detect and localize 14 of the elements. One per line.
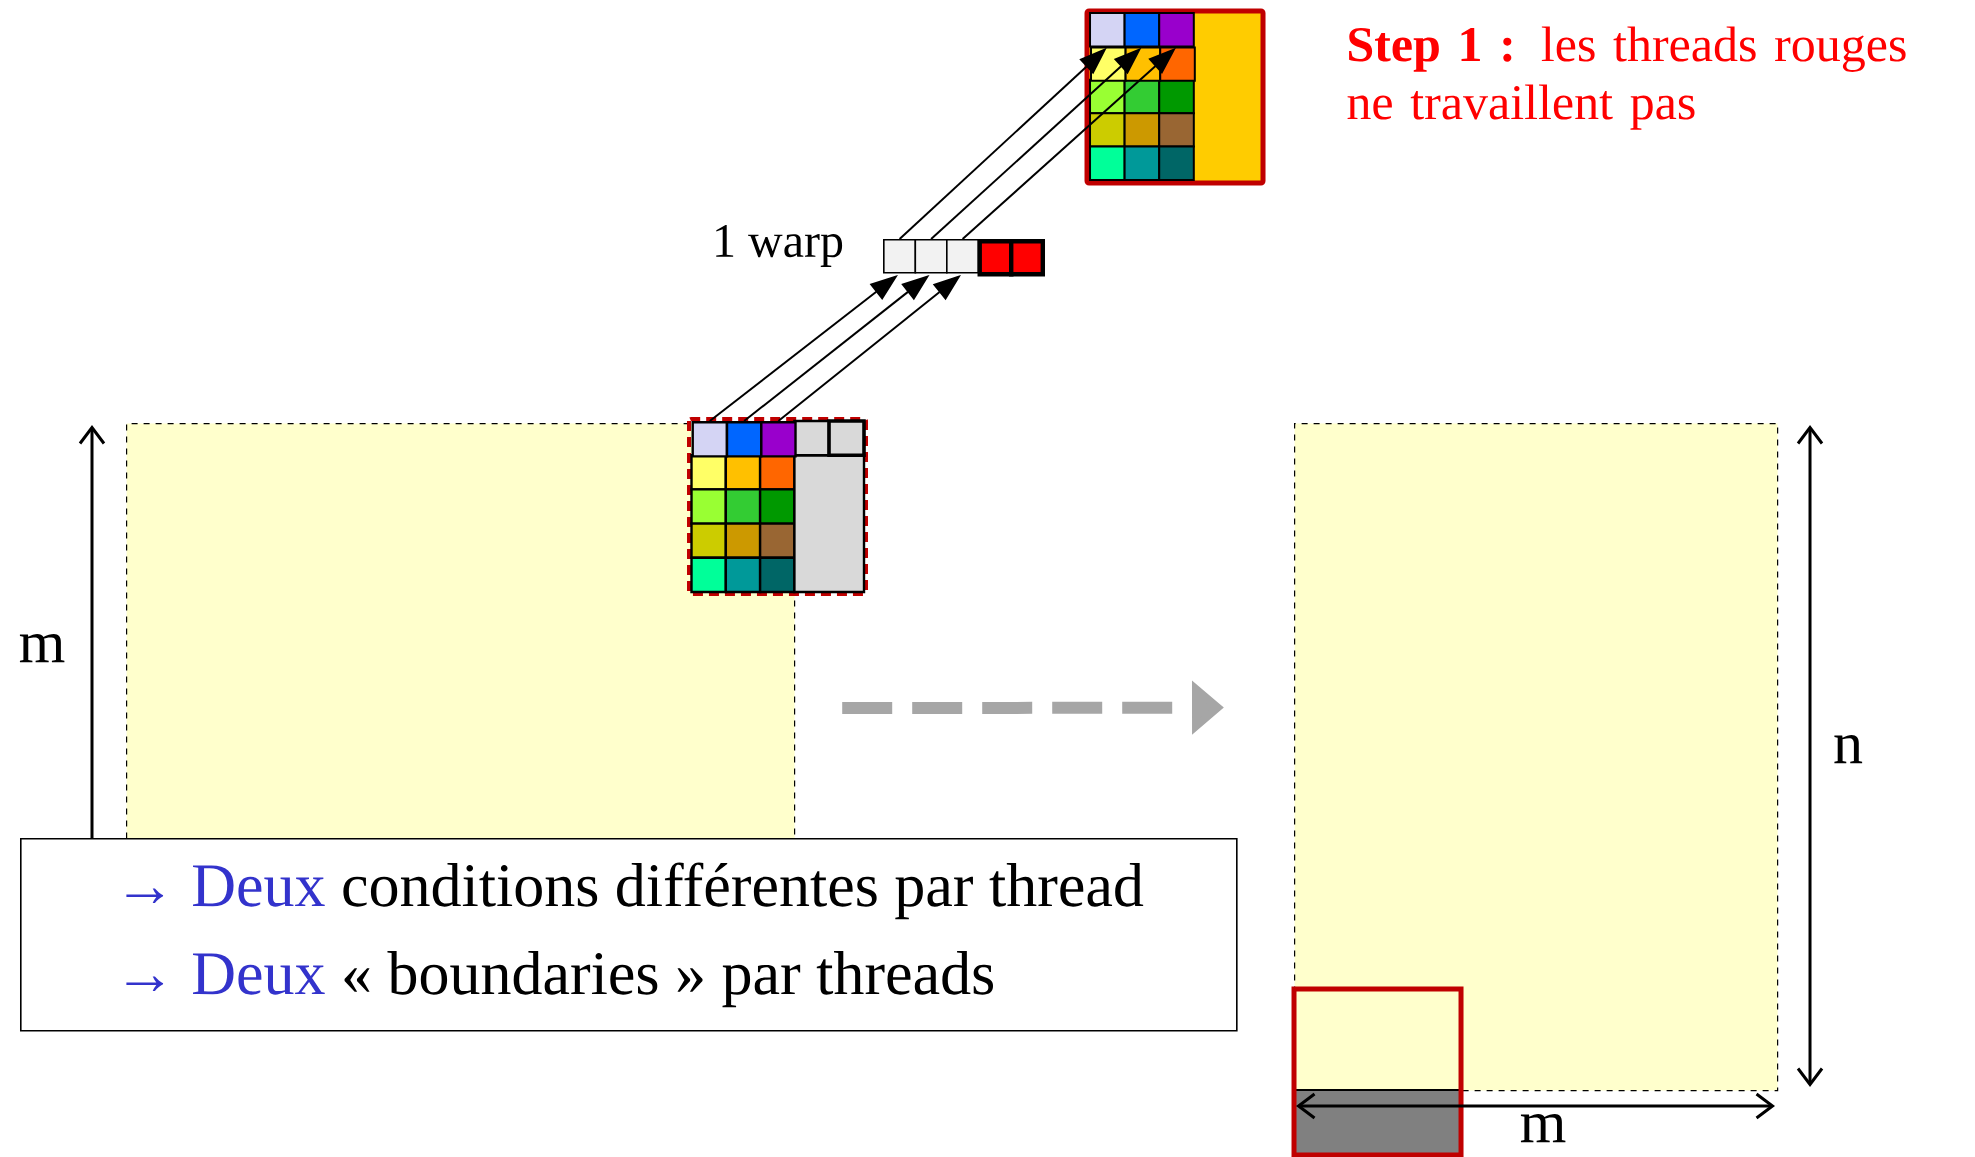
dimension-label: m: [19, 633, 65, 663]
note-box: → Deux conditions différentes par thread → Deux « boundaries » par threads: [20, 838, 1238, 1032]
warp-label: 1 warp: [716, 225, 843, 267]
thread-cell: [914, 239, 948, 274]
title: Step 1 : les threads rouges ne travaillent pas: [1347, 26, 1906, 130]
matrix-area: [126, 423, 796, 840]
dimension-label: n: [1834, 734, 1863, 764]
thread-cell: [883, 239, 917, 274]
thread-cell: [946, 239, 980, 274]
matrix-area: [1294, 423, 1779, 1092]
thread-cell: [760, 421, 797, 458]
thread-cell: [725, 421, 763, 458]
thread-cell: [1009, 239, 1045, 277]
thread-cell: [691, 421, 729, 458]
